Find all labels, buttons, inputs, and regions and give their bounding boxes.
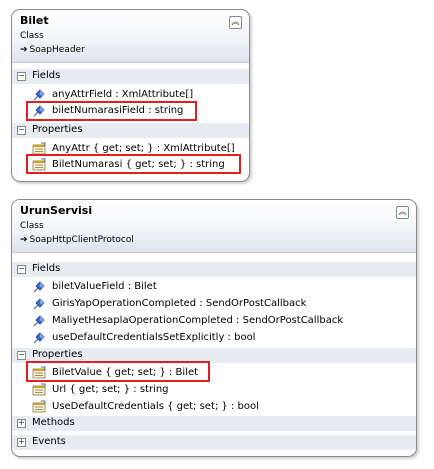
bilet-property-row[interactable]: BiletNumarasi { get; set; } : string: [12, 157, 249, 173]
field-icon: [33, 298, 45, 310]
urunservisi-property-text: Url { get; set; } : string: [52, 384, 169, 395]
urunservisi-property-row[interactable]: Url { get; set; } : string: [12, 382, 416, 398]
inherit-arrow-icon: ➔: [20, 235, 28, 245]
bilet-property-row[interactable]: AnyAttr { get; set; } : XmlAttribute[]: [12, 141, 249, 157]
urunservisi-field-text: useDefaultCredentialsSetExplicitly : boo…: [52, 332, 256, 343]
urunservisi-field-row[interactable]: biletValueField : Bilet: [12, 279, 416, 295]
urunservisi-fields-collapse-icon[interactable]: −: [17, 264, 26, 274]
urunservisi-field-text: biletValueField : Bilet: [52, 281, 157, 292]
urunservisi-collapse-button[interactable]: ︽: [396, 206, 409, 219]
urunservisi-base-name: SoapHttpClientProtocol: [29, 235, 134, 245]
urunservisi-properties-label: Properties: [32, 349, 83, 360]
bilet-base-name: SoapHeader: [29, 45, 85, 55]
urunservisi-base-type: ➔SoapHttpClientProtocol: [20, 235, 134, 245]
urunservisi-class-header[interactable]: UrunServisi Class ➔SoapHttpClientProtoco…: [12, 200, 416, 253]
urunservisi-class-kind: Class: [20, 221, 44, 231]
field-icon: [33, 105, 45, 117]
urunservisi-field-text: MaliyetHesaplaOperationCompleted : SendO…: [52, 315, 344, 326]
bilet-properties-collapse-icon[interactable]: −: [17, 125, 26, 135]
bilet-class-box[interactable]: Bilet Class ➔SoapHeader ︽ − Fields anyAt…: [11, 9, 250, 182]
bilet-fields-section[interactable]: − Fields: [12, 69, 249, 84]
urunservisi-property-row[interactable]: UseDefaultCredentials { get; set; } : bo…: [12, 399, 416, 415]
field-icon: [33, 315, 45, 327]
urunservisi-class-name: UrunServisi: [20, 204, 93, 217]
urunservisi-fields-section[interactable]: − Fields: [12, 262, 416, 277]
property-icon: [32, 158, 46, 171]
bilet-class-kind: Class: [20, 31, 44, 41]
bilet-field-row[interactable]: anyAttrField : XmlAttribute[]: [12, 87, 249, 103]
urunservisi-properties-collapse-icon[interactable]: −: [17, 350, 26, 360]
urunservisi-methods-section[interactable]: + Methods: [12, 416, 416, 431]
bilet-base-type: ➔SoapHeader: [20, 45, 85, 55]
bilet-fields-collapse-icon[interactable]: −: [17, 71, 26, 81]
bilet-property-text: BiletNumarasi { get; set; } : string: [52, 159, 225, 170]
urunservisi-events-section[interactable]: + Events: [12, 435, 416, 450]
urunservisi-field-row[interactable]: useDefaultCredentialsSetExplicitly : boo…: [12, 330, 416, 346]
field-icon: [33, 281, 45, 293]
bilet-field-text: anyAttrField : XmlAttribute[]: [52, 89, 194, 100]
property-icon: [32, 383, 46, 396]
urunservisi-property-text: UseDefaultCredentials { get; set; } : bo…: [52, 401, 259, 412]
bilet-fields-label: Fields: [32, 70, 61, 81]
bilet-property-text: AnyAttr { get; set; } : XmlAttribute[]: [52, 143, 235, 154]
property-icon: [32, 366, 46, 379]
urunservisi-property-text: BiletValue { get; set; } : Bilet: [52, 367, 199, 378]
urunservisi-properties-section[interactable]: − Properties: [12, 348, 416, 363]
bilet-properties-label: Properties: [32, 124, 83, 135]
urunservisi-methods-expand-icon[interactable]: +: [17, 418, 26, 428]
urunservisi-property-row[interactable]: BiletValue { get; set; } : Bilet: [12, 365, 416, 381]
bilet-field-row[interactable]: biletNumarasiField : string: [12, 103, 249, 119]
field-icon: [33, 332, 45, 344]
inherit-arrow-icon: ➔: [20, 45, 28, 55]
bilet-field-text: biletNumarasiField : string: [52, 105, 184, 116]
urunservisi-methods-label: Methods: [32, 417, 75, 428]
urunservisi-fields-label: Fields: [32, 263, 61, 274]
urunservisi-events-label: Events: [32, 436, 66, 447]
field-icon: [33, 89, 45, 101]
bilet-class-header[interactable]: Bilet Class ➔SoapHeader ︽: [12, 10, 249, 63]
urunservisi-events-expand-icon[interactable]: +: [17, 437, 26, 447]
property-icon: [32, 142, 46, 155]
property-icon: [32, 400, 46, 413]
urunservisi-class-box[interactable]: UrunServisi Class ➔SoapHttpClientProtoco…: [11, 199, 417, 457]
urunservisi-field-row[interactable]: GirisYapOperationCompleted : SendOrPostC…: [12, 296, 416, 312]
urunservisi-field-text: GirisYapOperationCompleted : SendOrPostC…: [52, 298, 307, 309]
bilet-properties-section[interactable]: − Properties: [12, 123, 249, 138]
urunservisi-field-row[interactable]: MaliyetHesaplaOperationCompleted : SendO…: [12, 313, 416, 329]
bilet-collapse-button[interactable]: ︽: [229, 16, 242, 29]
bilet-class-name: Bilet: [20, 14, 49, 27]
